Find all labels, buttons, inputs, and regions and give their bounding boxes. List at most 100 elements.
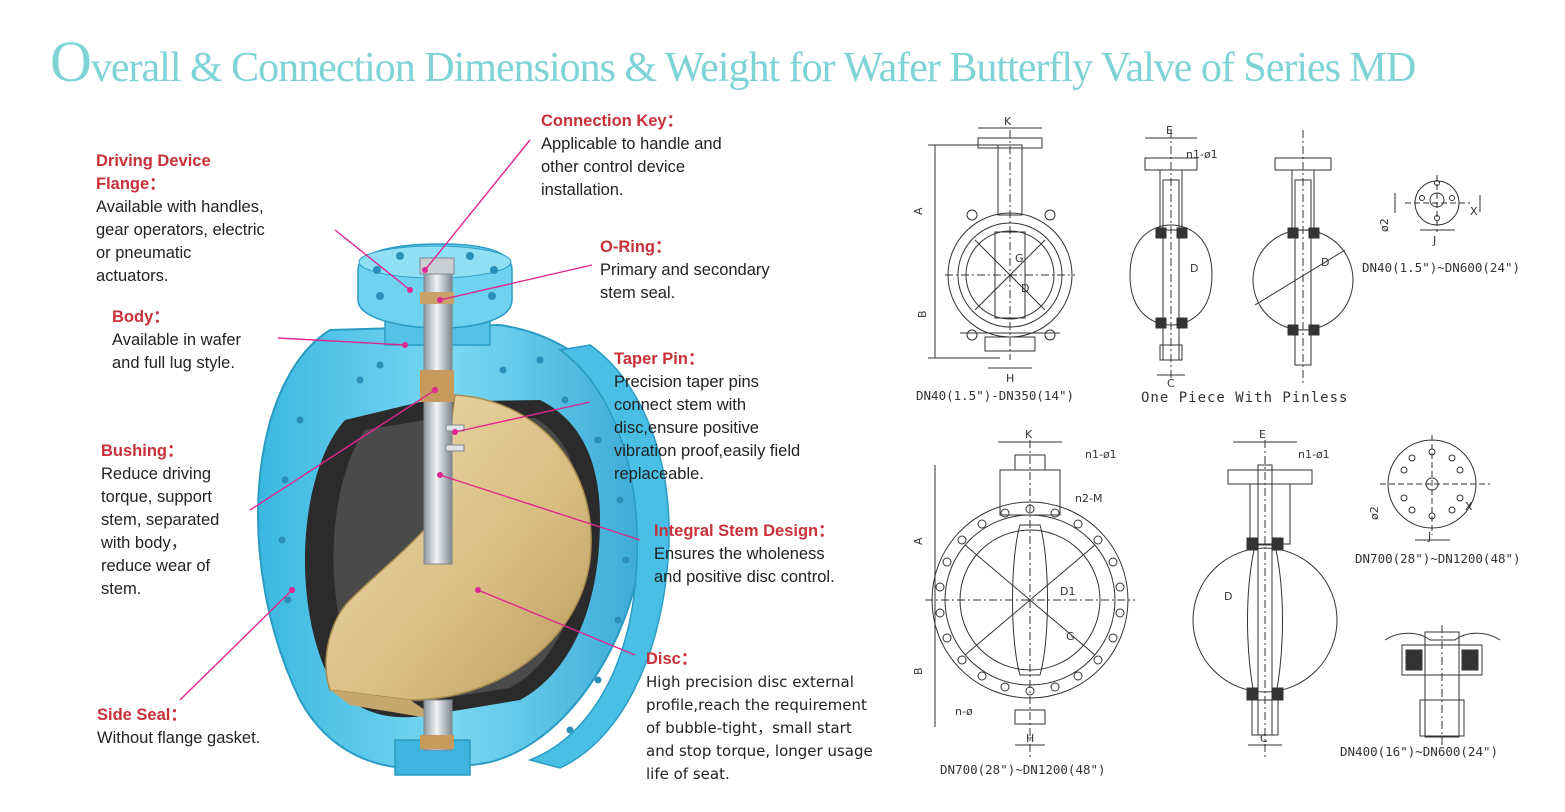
callout-line: Precision taper pins [614,373,759,391]
drawing-pinless-section [1252,130,1354,385]
callout-heading: Driving Device Flange： [96,152,211,193]
drawing-detail [1384,625,1501,745]
callout-line: disc,ensure positive [614,419,759,437]
svg-text:D: D [1190,262,1198,275]
o-ring-1 [420,292,454,304]
callout-line: Applicable to handle and [541,135,722,153]
svg-text:H: H [1006,372,1014,385]
bolt-holes [278,252,630,734]
callout-side-seal: Side Seal： Without flange gasket. [97,704,260,750]
dim-K: K [1004,115,1012,128]
callout-o-ring: O-Ring： Primary and secondary stem seal. [600,236,770,305]
callout-heading: Bushing： [101,442,184,460]
callout-line: actuators. [96,267,169,285]
caption-pinless: One Piece With Pinless [1141,390,1349,406]
svg-text:ø2: ø2 [1378,218,1391,232]
drawing-flange-large [1380,435,1490,541]
valve-stem [419,257,465,751]
drawing-small-front [928,127,1075,369]
svg-text:n2-M: n2-M [1075,492,1102,505]
callout-line: and full lug style. [112,354,235,372]
callout-line: and stop torque, longer usage [646,742,873,760]
caption-small-front: DN40(1.5")-DN350(14") [916,388,1075,403]
svg-text:J: J [1432,234,1436,247]
callout-line: Available with handles, [96,198,264,216]
callout-line: Available in wafer [112,331,242,349]
bushing-lower [420,735,454,749]
title-rest: verall & Connection Dimensions & Weight … [90,45,1416,91]
callout-line: other control device [541,158,685,176]
caption-flange-large: DN700(28")~DN1200(48") [1355,551,1521,566]
drawing-large-side-section [1192,440,1338,760]
svg-text:K: K [1025,428,1033,441]
leader-lines [179,139,641,701]
valve-disc [325,394,592,701]
callout-heading: Integral Stem Design： [654,522,835,540]
callout-line: and positive disc control. [654,568,835,586]
svg-text:H: H [1026,732,1034,745]
svg-text:n1-ø1: n1-ø1 [1186,148,1218,161]
callout-driving-flange: Driving Device Flange： Available with ha… [96,150,265,288]
callout-line: torque, support [101,488,212,506]
svg-text:ø2: ø2 [1368,506,1381,520]
callout-connection-key: Connection Key： Applicable to handle and… [541,110,722,202]
callout-line: connect stem with [614,396,747,414]
callout-line: Reduce driving [101,465,212,483]
callout-line: life of seat. [646,765,730,783]
large-front-bolt-circle [935,504,1125,696]
callout-disc: Disc： High precision disc external profi… [646,648,873,786]
callout-bushing: Bushing： Reduce driving torque, support … [101,440,219,601]
svg-text:J: J [1427,530,1431,543]
callout-line: of bubble-tight，small start [646,719,852,737]
caption-flange-small: DN40(1.5")~DN600(24") [1362,260,1521,275]
drawing-flange-small [1394,175,1481,232]
callout-line: stem seal. [600,284,676,302]
callout-line: Primary and secondary [600,261,770,279]
drawing-large-front [925,440,1135,760]
page-title: Overall & Connection Dimensions & Weight… [50,28,1416,95]
callout-line: profile,reach the requirement [646,696,867,714]
svg-text:B: B [916,310,929,318]
svg-text:X: X [1470,205,1478,218]
svg-text:E: E [1259,428,1266,441]
callout-taper-pin: Taper Pin： Precision taper pins connect … [614,348,800,486]
svg-text:A: A [912,537,925,545]
callout-line: installation. [541,181,624,199]
callout-heading: Body： [112,308,170,326]
callout-line: with body， [101,534,188,552]
svg-text:C: C [1167,377,1175,390]
drawing-side-section [1129,130,1213,380]
callout-heading: Disc： [646,650,698,668]
svg-text:n1-ø1: n1-ø1 [1085,448,1117,461]
svg-text:G: G [1066,630,1075,643]
callout-line: vibration proof,easily field [614,442,801,460]
callout-line: stem. [101,580,142,598]
svg-text:D: D [1321,256,1329,269]
callout-heading: Connection Key： [541,112,684,130]
svg-text:D: D [1224,590,1232,603]
callout-line: replaceable. [614,465,704,483]
callout-line: stem, separated [101,511,220,529]
title-initial: O [50,29,92,94]
callout-line: Without flange gasket. [97,729,261,747]
svg-text:n-ø: n-ø [955,705,973,718]
svg-text:E: E [1166,124,1173,137]
caption-detail: DN400(16")~DN600(24") [1340,744,1499,759]
svg-text:G: G [1015,252,1024,265]
svg-text:B: B [912,667,925,675]
dimension-labels: K A B G D H E n1-ø1 D C D X J ø2 K n1-ø1… [912,115,1478,745]
callout-line: High precision disc external [646,673,854,691]
callout-heading: O-Ring： [600,238,672,256]
callout-heading: Side Seal： [97,706,187,724]
caption-large-front: DN700(28")~DN1200(48") [940,762,1106,777]
svg-text:n1-ø1: n1-ø1 [1298,448,1330,461]
callout-heading: Taper Pin： [614,350,705,368]
callout-integral-stem: Integral Stem Design： Ensures the wholen… [654,520,835,589]
callout-line: reduce wear of [101,557,211,575]
callout-body: Body： Available in wafer and full lug st… [112,306,241,375]
callout-line: or pneumatic [96,244,192,262]
svg-text:A: A [912,207,925,215]
svg-text:D1: D1 [1060,585,1075,598]
